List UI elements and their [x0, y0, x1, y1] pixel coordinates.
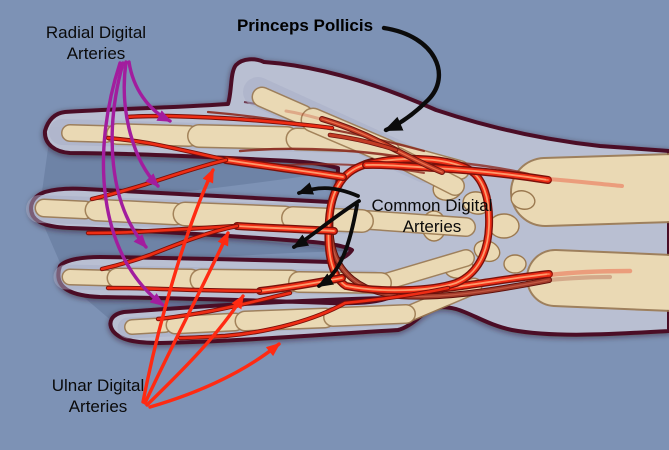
- radial-arrow-1: [127, 60, 172, 123]
- radial-arrow-4: [101, 61, 165, 307]
- common-arrow-2: [292, 199, 361, 249]
- radial-label-line1: Radial Digital: [46, 23, 146, 42]
- arrows: [101, 25, 442, 409]
- common-arrow-1: [296, 182, 360, 198]
- radius-bone: [510, 153, 669, 227]
- radial-label-line2: Arteries: [67, 44, 126, 63]
- common-label-line1: Common Digital: [372, 196, 493, 215]
- ulnar-arrow-1: [141, 168, 215, 404]
- common-arrow-3: [317, 203, 359, 288]
- radial-arrow-3: [110, 61, 148, 249]
- ulnar-arrow-2: [143, 231, 230, 405]
- ulnar-digital-arrows: [141, 168, 281, 409]
- radial-digital-arrows: [101, 60, 172, 307]
- ulnar-label-line1: Ulnar Digital: [52, 376, 145, 395]
- ulnar-arrow-3: [145, 294, 245, 407]
- ulna-bone: [526, 249, 669, 312]
- princeps-arrow: [381, 25, 442, 133]
- common-digital-arrows: [292, 182, 361, 288]
- princeps-label: Princeps Pollicis: [237, 16, 373, 35]
- labels: Radial Digital Arteries Princeps Pollici…: [46, 16, 493, 416]
- ulnar-label-line2: Arteries: [69, 397, 128, 416]
- middle-finger-bones: [34, 198, 374, 233]
- princeps-pollicis-artery: [284, 109, 445, 175]
- radial-arrow-2: [122, 60, 160, 188]
- ulnar-arrow-4: [148, 342, 281, 409]
- common-label-line2: Arteries: [403, 217, 462, 236]
